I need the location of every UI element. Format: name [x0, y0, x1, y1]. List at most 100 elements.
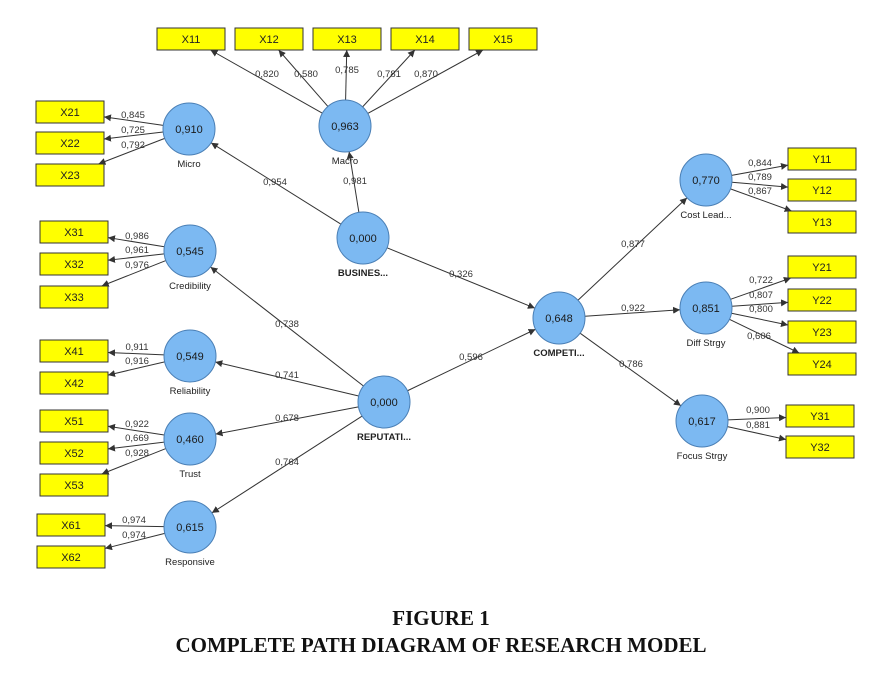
figure-number: FIGURE 1 — [392, 606, 490, 630]
indicator-label: X62 — [61, 552, 81, 564]
indicator-x51: X51 — [39, 409, 109, 433]
indicator-x53: X53 — [39, 473, 109, 497]
latent-circle — [675, 394, 729, 448]
indicator-label: Y22 — [812, 295, 832, 307]
indicator-x41: X41 — [39, 339, 109, 363]
indicator-x31: X31 — [39, 220, 109, 244]
loading-responsive-to-x62 — [104, 532, 165, 551]
indicator-box — [390, 27, 460, 51]
loading-macro-to-x13 — [343, 49, 351, 101]
loading-costlead-to-y11 — [731, 162, 789, 176]
indicator-label: Y32 — [810, 442, 830, 454]
latent-label: Focus Strgy — [677, 451, 728, 462]
loading-costlead-to-y12 — [731, 181, 789, 190]
latent-r-squared: 0,910 — [175, 124, 203, 136]
loading-weight: 0,974 — [122, 530, 146, 541]
indicator-label: X11 — [182, 34, 201, 46]
indicator-label: Y31 — [810, 411, 830, 423]
loading-weight: 0,881 — [746, 420, 770, 431]
loading-weight: 0,911 — [125, 342, 148, 353]
indicator-x61: X61 — [36, 513, 106, 537]
path-reputation-to-credibility — [210, 266, 364, 387]
loading-diffstrgy-to-y21 — [730, 277, 792, 300]
indicator-box — [35, 163, 105, 187]
indicator-label: X21 — [60, 107, 80, 119]
path-coefficient: 0,922 — [621, 303, 645, 314]
indicator-y21: Y21 — [787, 255, 857, 279]
indicator-box — [787, 147, 857, 171]
indicator-y12: Y12 — [787, 178, 857, 202]
latent-circle — [163, 224, 217, 278]
indicator-box — [39, 285, 109, 309]
indicator-label: X51 — [64, 416, 84, 428]
indicator-label: Y12 — [812, 185, 832, 197]
indicator-y13: Y13 — [787, 210, 857, 234]
indicator-label: X13 — [337, 34, 357, 46]
path-reputation-to-trust — [215, 406, 359, 437]
indicator-box — [35, 100, 105, 124]
loading-weight: 0,916 — [125, 356, 149, 367]
loading-macro-to-x14 — [362, 49, 416, 108]
indicator-y23: Y23 — [787, 320, 857, 344]
indicator-box — [785, 404, 855, 428]
latent-circle — [679, 281, 733, 335]
latent-label: Trust — [179, 469, 201, 480]
latent-r-squared: 0,545 — [176, 246, 204, 258]
indicator-box — [39, 252, 109, 276]
path-business-to-competitive — [386, 247, 536, 309]
latent-label: Macro — [332, 156, 358, 167]
indicator-box — [39, 339, 109, 363]
latent-r-squared: 0,963 — [331, 121, 359, 133]
indicator-x14: X14 — [390, 27, 460, 51]
indicator-label: X53 — [64, 480, 84, 492]
indicator-label: X61 — [61, 520, 81, 532]
indicator-box — [234, 27, 304, 51]
path-coefficient: 0,741 — [275, 370, 299, 381]
indicator-box — [468, 27, 538, 51]
loading-weight: 0,928 — [125, 448, 149, 459]
indicator-box — [787, 320, 857, 344]
latent-r-squared: 0,851 — [692, 303, 720, 315]
path-reputation-to-responsive — [211, 415, 363, 514]
latents-layer: 0,910Micro0,963Macro0,000BUSINES...0,545… — [162, 99, 733, 568]
indicator-y22: Y22 — [787, 288, 857, 312]
latent-reputation: 0,000REPUTATI... — [357, 375, 411, 443]
indicator-label: X42 — [64, 378, 84, 390]
loading-trust-to-x51 — [107, 423, 165, 436]
loading-micro-to-x22 — [103, 131, 164, 142]
indicator-y31: Y31 — [785, 404, 855, 428]
loading-weight: 0,820 — [255, 69, 279, 80]
indicator-box — [156, 27, 226, 51]
latent-circle — [318, 99, 372, 153]
indicator-label: X23 — [60, 170, 80, 182]
indicator-x23: X23 — [35, 163, 105, 187]
indicator-y24: Y24 — [787, 352, 857, 376]
path-competitive-to-focusstrgy — [579, 332, 682, 407]
path-coefficient: 0,877 — [621, 239, 645, 250]
loading-weight: 0,669 — [125, 433, 149, 444]
latent-competitive: 0,648COMPETI... — [532, 291, 586, 359]
loading-focusstrgy-to-y31 — [727, 414, 787, 422]
loading-trust-to-x53 — [101, 448, 167, 475]
loading-weight: 0,606 — [747, 331, 771, 342]
loading-macro-to-x11 — [210, 49, 323, 114]
latent-label: Responsive — [165, 557, 215, 568]
indicator-box — [785, 435, 855, 459]
latent-label: REPUTATI... — [357, 432, 411, 443]
latent-r-squared: 0,460 — [176, 434, 204, 446]
latent-label: COMPETI... — [533, 348, 584, 359]
loading-diffstrgy-to-y22 — [731, 299, 789, 307]
loading-weight: 0,986 — [125, 231, 149, 242]
loading-weight: 0,870 — [414, 69, 438, 80]
indicator-label: X52 — [64, 448, 84, 460]
loading-weight: 0,800 — [749, 304, 773, 315]
